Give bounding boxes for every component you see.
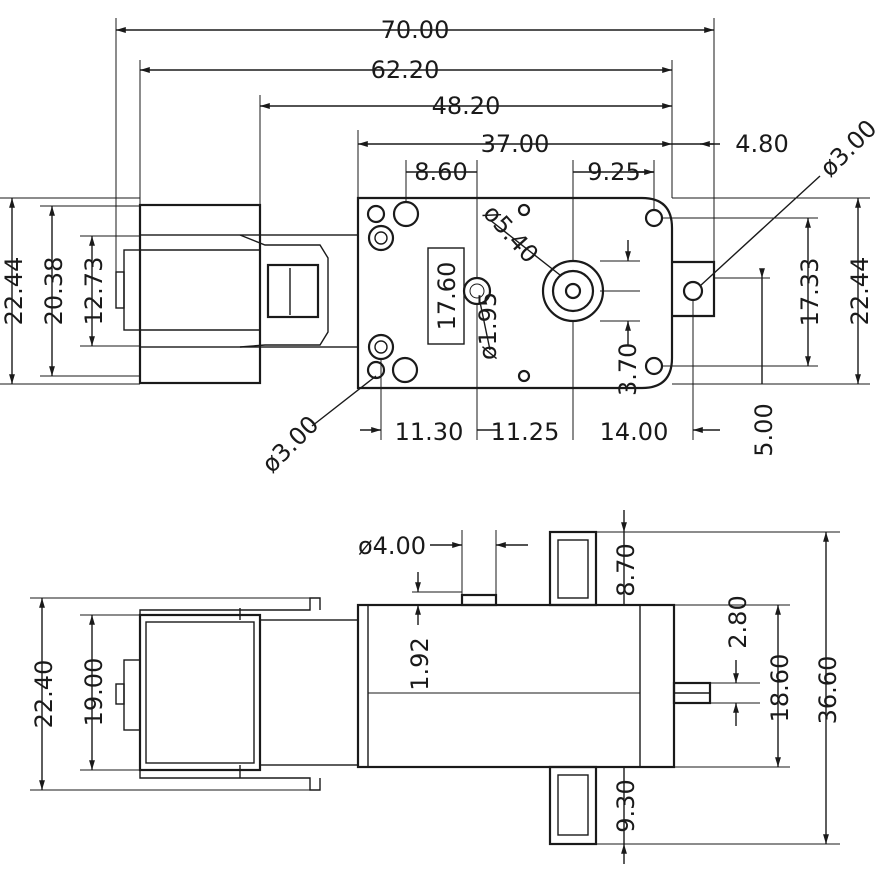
dim-boss-dia: ø5.40 xyxy=(478,199,544,268)
dim-12-73: 12.73 xyxy=(80,257,108,326)
dim-22-4: 22.40 xyxy=(30,660,58,729)
gb-hole-tl xyxy=(366,204,386,224)
dim-11-25: 11.25 xyxy=(491,418,560,446)
dim-17-33: 17.33 xyxy=(796,258,824,327)
side-clip-bottom xyxy=(548,765,598,846)
dim-4-8: 4.80 xyxy=(735,130,788,158)
side-clip-top xyxy=(548,530,598,607)
side-motor-body xyxy=(138,613,262,772)
dim-17-6: 17.60 xyxy=(433,262,461,331)
dim-70: 70.00 xyxy=(381,16,450,44)
center-block-box xyxy=(427,247,465,345)
dim-8-7: 8.70 xyxy=(612,543,640,596)
dim-3-7: 3.70 xyxy=(614,343,642,396)
dim-19: 19.00 xyxy=(80,658,108,727)
dim-8-6: 8.60 xyxy=(414,158,467,186)
gb-hole-ml xyxy=(367,224,395,252)
dim-62-2: 62.20 xyxy=(371,56,440,84)
dim-9-25: 9.25 xyxy=(587,158,640,186)
tab-hole xyxy=(682,280,704,302)
dim-48-2: 48.20 xyxy=(432,92,501,120)
top-motor-body xyxy=(138,203,262,385)
side-motor-clip-top xyxy=(139,597,321,622)
top-end-cap xyxy=(123,249,141,331)
dim-14: 14.00 xyxy=(600,418,669,446)
dim-hole-dia: ø1.95 xyxy=(474,292,502,360)
side-end-cap xyxy=(123,659,141,731)
dim-1-92: 1.92 xyxy=(406,637,434,690)
dim-tab-dia: ø3.00 xyxy=(814,114,882,182)
top-view: 70.00 62.20 48.20 37.00 4.80 8.60 9.25 ø… xyxy=(0,16,882,478)
dim-9-3: 9.30 xyxy=(612,779,640,832)
dim-shaft-dia: ø4.00 xyxy=(358,532,426,560)
dim-2-8: 2.80 xyxy=(724,595,752,648)
dim-22-44-left: 22.44 xyxy=(0,257,28,326)
dim-37: 37.00 xyxy=(481,130,550,158)
dim-36-6: 36.60 xyxy=(814,656,842,725)
dim-mount-dia: ø3.00 xyxy=(256,410,324,478)
dim-22-44-right: 22.44 xyxy=(846,257,874,326)
side-motor-clip-bottom xyxy=(139,765,321,791)
dim-20-38: 20.38 xyxy=(40,257,68,326)
top-motor-terminal xyxy=(266,263,320,319)
top-gearbox-body xyxy=(356,196,674,390)
dim-18-6: 18.60 xyxy=(766,654,794,723)
dim-11-3: 11.30 xyxy=(395,418,464,446)
side-view: ø4.00 8.70 1.92 22.40 19.00 2.80 18.60 3… xyxy=(30,510,842,864)
top-motor-clip xyxy=(239,234,329,348)
side-top-nub xyxy=(460,593,498,607)
dim-5: 5.00 xyxy=(750,403,778,456)
